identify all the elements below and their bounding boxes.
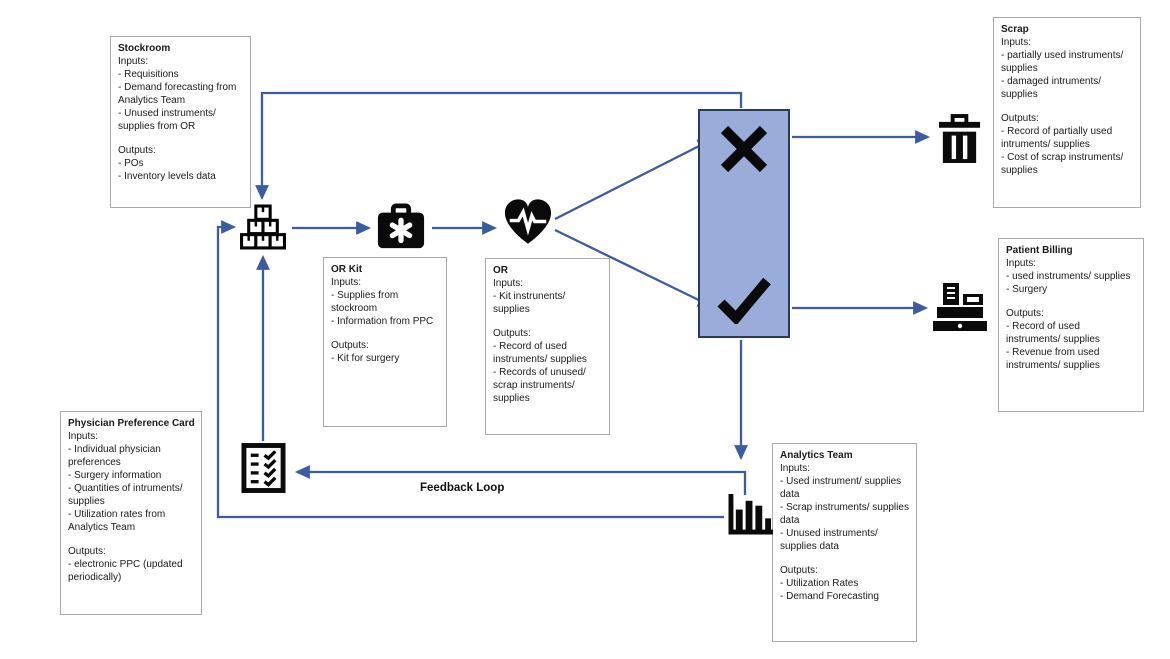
box-physician-preference-card: Physician Preference Card Inputs:- Indiv…: [60, 411, 202, 615]
box-stockroom-title: Stockroom: [118, 43, 171, 54]
box-patient-billing-title: Patient Billing: [1006, 245, 1073, 256]
box-or-kit-title: OR Kit: [331, 264, 363, 275]
box-or-kit-body: Inputs:- Supplies from stockroom- Inform…: [331, 277, 434, 364]
box-patient-billing-body: Inputs:- used instruments/ supplies- Sur…: [1006, 258, 1131, 371]
check-mark-icon: [717, 277, 771, 324]
box-or-kit: OR Kit Inputs:- Supplies from stockroom-…: [323, 257, 447, 427]
bar-chart-icon: [728, 493, 773, 535]
box-patient-billing: Patient Billing Inputs:- used instrument…: [998, 238, 1144, 412]
cash-register-icon: [933, 283, 987, 331]
box-analytics-title: Analytics Team: [780, 450, 853, 461]
decision-box: [698, 109, 790, 338]
medical-kit-icon: [377, 203, 425, 249]
box-analytics-team: Analytics Team Inputs:- Used instrument/…: [772, 443, 917, 642]
checklist-icon: [241, 443, 286, 493]
box-ppc-title: Physician Preference Card: [68, 418, 195, 429]
box-scrap: Scrap Inputs:- partially used instrument…: [993, 17, 1141, 208]
box-scrap-body: Inputs:- partially used instruments/ sup…: [1001, 37, 1124, 176]
box-analytics-body: Inputs:- Used instrument/ supplies data-…: [780, 463, 909, 602]
box-stockroom-body: Inputs:- Requisitions- Demand forecastin…: [118, 56, 237, 182]
box-ppc-body: Inputs:- Individual physician preference…: [68, 431, 183, 583]
x-mark-icon: [720, 125, 768, 173]
trash-icon: [938, 114, 981, 163]
stacked-boxes-icon: [240, 204, 286, 250]
box-or-title: OR: [493, 265, 508, 276]
box-scrap-title: Scrap: [1001, 24, 1029, 35]
box-stockroom: Stockroom Inputs:- Requisitions- Demand …: [110, 36, 251, 208]
heartbeat-icon: [504, 199, 552, 244]
feedback-loop-label: Feedback Loop: [420, 482, 505, 494]
